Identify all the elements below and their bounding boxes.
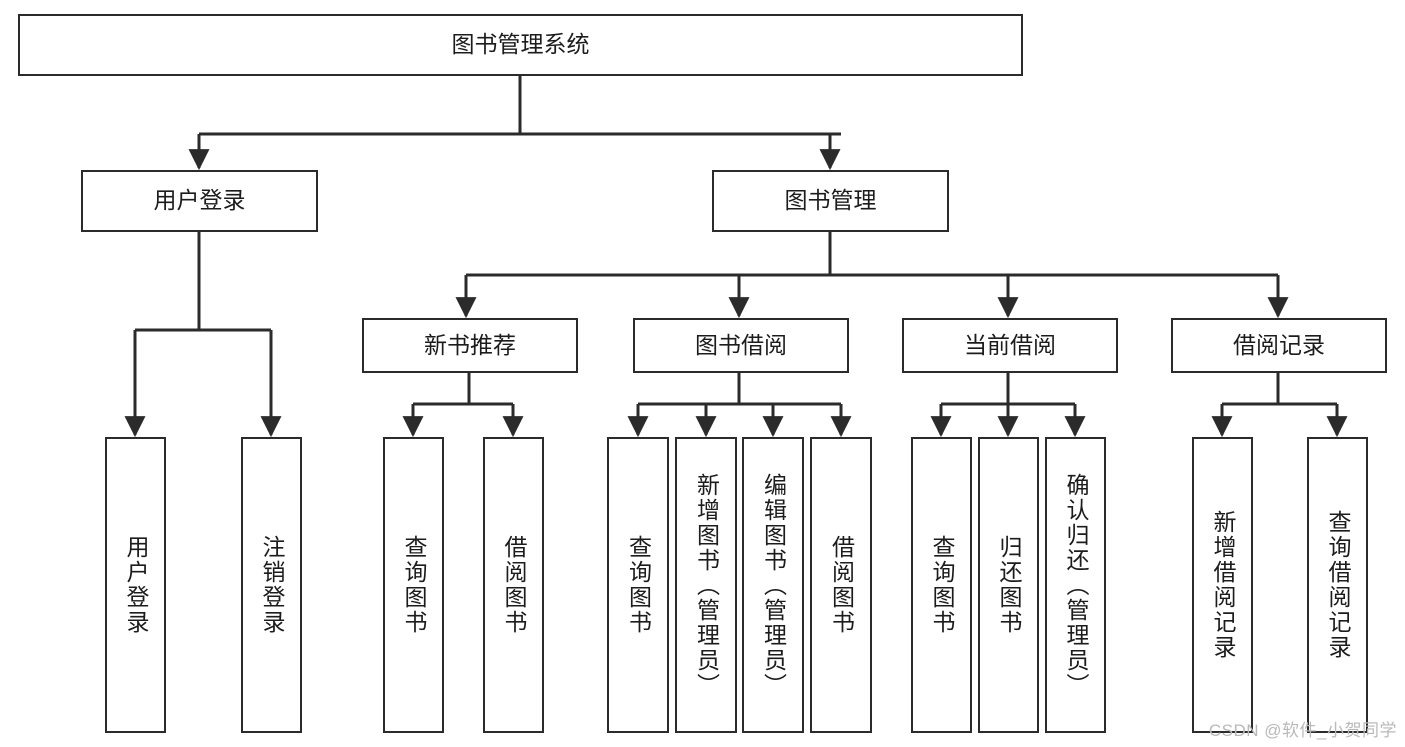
leaf-records-add-record[interactable]: 新增借阅记录 bbox=[1192, 437, 1253, 733]
node-label: 归还图书 bbox=[996, 535, 1022, 635]
node-label: 编辑图书（管理员） bbox=[760, 472, 787, 698]
node-label: 借阅记录 bbox=[1233, 331, 1325, 358]
node-label: 图书借阅 bbox=[695, 331, 787, 358]
node-root-book-management-system[interactable]: 图书管理系统 bbox=[18, 14, 1023, 76]
leaf-records-query-record[interactable]: 查询借阅记录 bbox=[1307, 437, 1368, 733]
leaf-current-query-book[interactable]: 查询图书 bbox=[911, 437, 972, 733]
leaf-new-books-borrow-book[interactable]: 借阅图书 bbox=[483, 437, 544, 733]
leaf-borrow-add-book-admin[interactable]: 新增图书（管理员） bbox=[675, 437, 737, 733]
node-book-borrowing[interactable]: 图书借阅 bbox=[633, 318, 849, 373]
leaf-current-return-book[interactable]: 归还图书 bbox=[978, 437, 1039, 733]
node-new-book-recommendation[interactable]: 新书推荐 bbox=[362, 318, 578, 373]
node-label: 查询借阅记录 bbox=[1325, 510, 1351, 660]
leaf-current-confirm-return-admin[interactable]: 确认归还（管理员） bbox=[1045, 437, 1106, 733]
node-label: 确认归还（管理员） bbox=[1063, 472, 1089, 698]
node-label: 图书管理系统 bbox=[451, 31, 590, 58]
node-label: 借阅图书 bbox=[828, 535, 855, 635]
node-label: 新增图书（管理员） bbox=[693, 472, 720, 698]
watermark-text: CSDN @软件_小贺同学 bbox=[1208, 721, 1397, 740]
node-label: 查询图书 bbox=[625, 535, 652, 635]
leaf-new-books-query-book[interactable]: 查询图书 bbox=[383, 437, 444, 733]
node-book-management[interactable]: 图书管理 bbox=[712, 170, 949, 232]
node-label: 图书管理 bbox=[784, 187, 877, 214]
node-label: 当前借阅 bbox=[964, 331, 1056, 358]
node-user-login[interactable]: 用户登录 bbox=[81, 170, 318, 232]
node-current-borrowing[interactable]: 当前借阅 bbox=[902, 318, 1118, 373]
node-label: 新书推荐 bbox=[424, 331, 516, 358]
leaf-borrow-query-book[interactable]: 查询图书 bbox=[607, 437, 669, 733]
leaf-user-login-login[interactable]: 用户登录 bbox=[105, 437, 166, 733]
node-label: 查询图书 bbox=[401, 535, 427, 635]
node-label: 用户登录 bbox=[123, 535, 149, 635]
leaf-user-login-logout[interactable]: 注销登录 bbox=[241, 437, 302, 733]
leaf-borrow-borrow-book[interactable]: 借阅图书 bbox=[810, 437, 872, 733]
node-label: 用户登录 bbox=[153, 187, 246, 214]
leaf-borrow-edit-book-admin[interactable]: 编辑图书（管理员） bbox=[742, 437, 804, 733]
node-label: 注销登录 bbox=[259, 535, 285, 635]
node-label: 查询图书 bbox=[929, 535, 955, 635]
node-label: 借阅图书 bbox=[501, 535, 527, 635]
node-label: 新增借阅记录 bbox=[1210, 510, 1236, 660]
node-borrowing-records[interactable]: 借阅记录 bbox=[1171, 318, 1387, 373]
